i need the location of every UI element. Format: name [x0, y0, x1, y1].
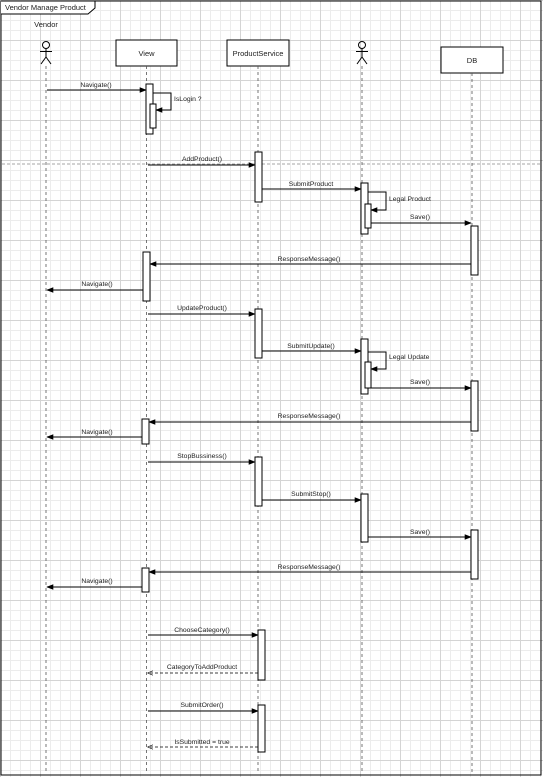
activation-bar	[470, 225, 479, 276]
message-label: CategoryToAddProduct	[167, 664, 237, 671]
activation-bar	[141, 418, 150, 445]
message-label: Save()	[410, 214, 430, 221]
actor-figure-icon	[40, 41, 52, 65]
activation-bar	[470, 380, 479, 432]
message-label: Legal Update	[389, 354, 430, 361]
message-arrow	[368, 191, 387, 213]
participant-view: View	[115, 39, 178, 773]
message-label: SubmitProduct	[289, 181, 334, 188]
message-arrow	[368, 351, 387, 372]
activation-bar	[257, 629, 266, 681]
message-label: StopBussiness()	[177, 453, 227, 460]
message-label: Navigate()	[81, 578, 112, 585]
message-label: Navigate()	[81, 429, 112, 436]
message-label: SubmitOrder()	[180, 702, 223, 709]
activation-bar	[257, 704, 266, 753]
actor-figure-icon	[356, 41, 368, 65]
frame-title: Vendor Manage Product	[5, 3, 87, 12]
message-label: ResponseMessage()	[278, 564, 341, 571]
activation-bar	[142, 251, 151, 302]
actor-label-vendor: Vendor	[34, 20, 58, 29]
participant-label-db: DB	[467, 56, 477, 65]
message-label: Save()	[410, 379, 430, 386]
activation-bar	[254, 151, 263, 203]
message-label: UpdateProduct()	[177, 305, 227, 312]
message-label: SubmitUpdate()	[287, 343, 335, 350]
participant-label-view: View	[138, 49, 155, 58]
message-label: ChooseCategory()	[174, 627, 230, 634]
activation-bar	[254, 456, 263, 507]
messages: Navigate() IsLogin ? AddProduct() Submit…	[46, 82, 472, 747]
participant-box-view	[115, 39, 178, 67]
message-label: SubmitStop()	[291, 491, 331, 498]
message-label: Legal Product	[389, 196, 431, 203]
activation-bars	[141, 83, 479, 753]
participant-label-productservice: ProductService	[233, 49, 284, 58]
activation-bar	[149, 103, 157, 129]
message-label: ResponseMessage()	[278, 256, 341, 263]
message-label: ResponseMessage()	[278, 413, 341, 420]
participant-box-productservice	[226, 39, 290, 67]
activation-bar	[254, 308, 263, 359]
activation-bar	[364, 203, 372, 229]
activation-bar	[360, 493, 369, 543]
message-label: Navigate()	[80, 82, 111, 89]
participant-actor2	[356, 41, 368, 773]
participant-vendor: Vendor	[34, 20, 58, 773]
message-label: Save()	[410, 529, 430, 536]
message-label: IsLogin ?	[174, 96, 202, 103]
message-label: IsSubmitted = true	[174, 739, 230, 746]
message-label: AddProduct()	[182, 156, 222, 163]
message-arrow	[153, 92, 172, 113]
activation-bar	[141, 567, 150, 593]
activation-bar	[470, 529, 479, 580]
activation-bar	[364, 361, 372, 389]
message-label: Navigate()	[81, 281, 112, 288]
